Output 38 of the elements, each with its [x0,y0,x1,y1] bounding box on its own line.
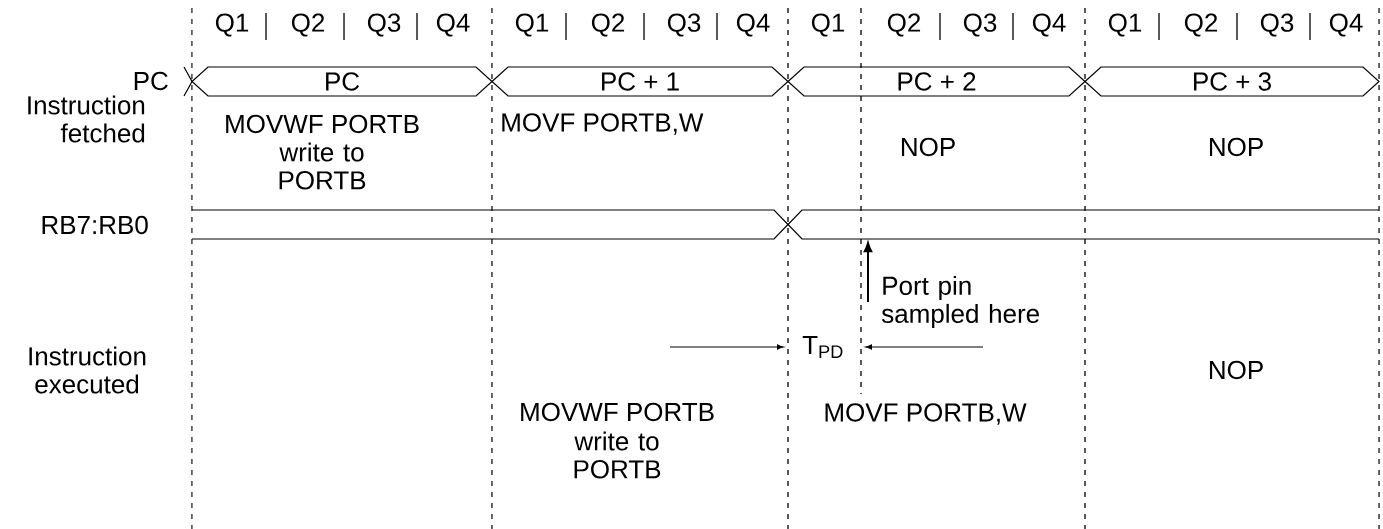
phase-label: Q1 [215,13,249,37]
instruction-label: NOP [1209,360,1263,380]
bus-segment [191,209,789,240]
arrow [863,242,873,303]
signal-label: Instruction fetched [28,95,145,143]
phase-label: Q3 [963,13,997,37]
phase-label: Q2 [1184,13,1218,37]
bus-segment: PC + 2 [787,66,1086,97]
phase-label: Q3 [367,13,401,37]
bus-segment: PC + 3 [1084,66,1380,97]
instruction-label: write to PORTB [279,142,366,190]
phase-label: Q2 [887,13,921,37]
instruction-label: MOVWF PORTB [226,114,419,134]
phase-label: Q2 [591,13,625,37]
instruction-label: write to PORTB [574,431,661,479]
instruction-label: MOVF PORTB,W [502,113,704,135]
phase-label: Q4 [736,13,770,37]
signal-label: PC [134,71,168,91]
annotation-text: Port pin sampled here [881,275,1039,329]
instruction-label: NOP [901,137,955,157]
bus-segment [787,209,1380,240]
phase-label: Q1 [1108,13,1142,37]
phase-label: Q4 [436,13,470,37]
bus-segment: PC [183,66,493,97]
phase-label: Q4 [1032,13,1066,37]
instruction-label: MOVF PORTB,W [825,403,1027,425]
signal-label: Instruction executed [29,346,146,394]
instruction-label: NOP [1209,137,1263,157]
phase-label: Q3 [1260,13,1294,37]
signal-label: RB7:RB0 [42,215,148,235]
instruction-label: MOVWF PORTB [521,402,714,422]
timing-label: T$_{PD}$ [802,336,843,358]
phase-label: Q3 [667,13,701,37]
phase-label: Q2 [291,13,325,37]
phase-label: Q4 [1329,13,1363,37]
phase-label: Q1 [811,13,845,37]
phase-label: Q1 [515,13,549,37]
bus-segment: PC + 1 [491,66,789,97]
